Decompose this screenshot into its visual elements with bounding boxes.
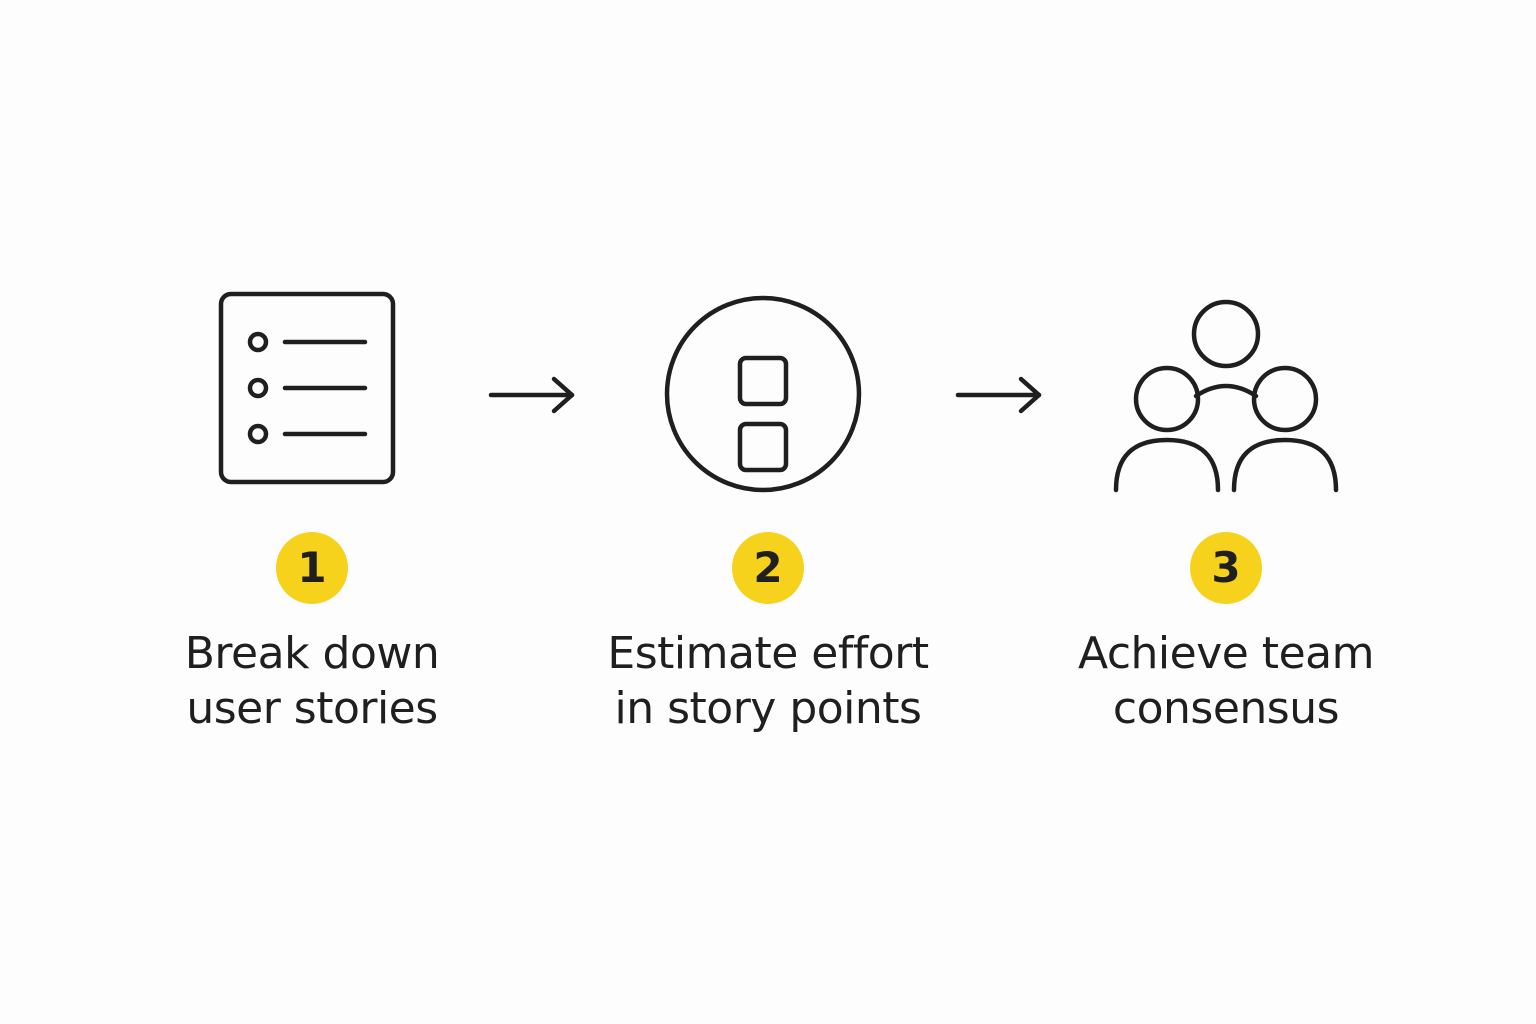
step-number-badge: 2 [732,532,804,604]
step-number-badge: 3 [1190,532,1262,604]
arrow-right-icon [955,376,1042,414]
step-number-badge: 1 [276,532,348,604]
story-points-icon [664,295,862,493]
step-label: Achieve team consensus [1078,626,1374,736]
step-label-line-2: in story points [614,683,922,734]
list-icon [218,291,396,485]
step-3: 3 Achieve team consensus [1016,288,1436,736]
step-label-line-1: Estimate effort [607,628,929,679]
step-label-line-2: consensus [1112,683,1340,734]
step-label: Estimate effort in story points [607,626,929,736]
step-label: Break down user stories [185,626,440,736]
step-1: 1 Break down user stories [102,288,522,736]
arrow-right-icon [488,376,575,414]
step-2: 2 Estimate effort in story points [558,288,978,736]
team-icon [1113,299,1339,493]
step-label-line-2: user stories [186,683,438,734]
step-label-line-1: Achieve team [1078,628,1374,679]
step-label-line-1: Break down [184,628,440,679]
